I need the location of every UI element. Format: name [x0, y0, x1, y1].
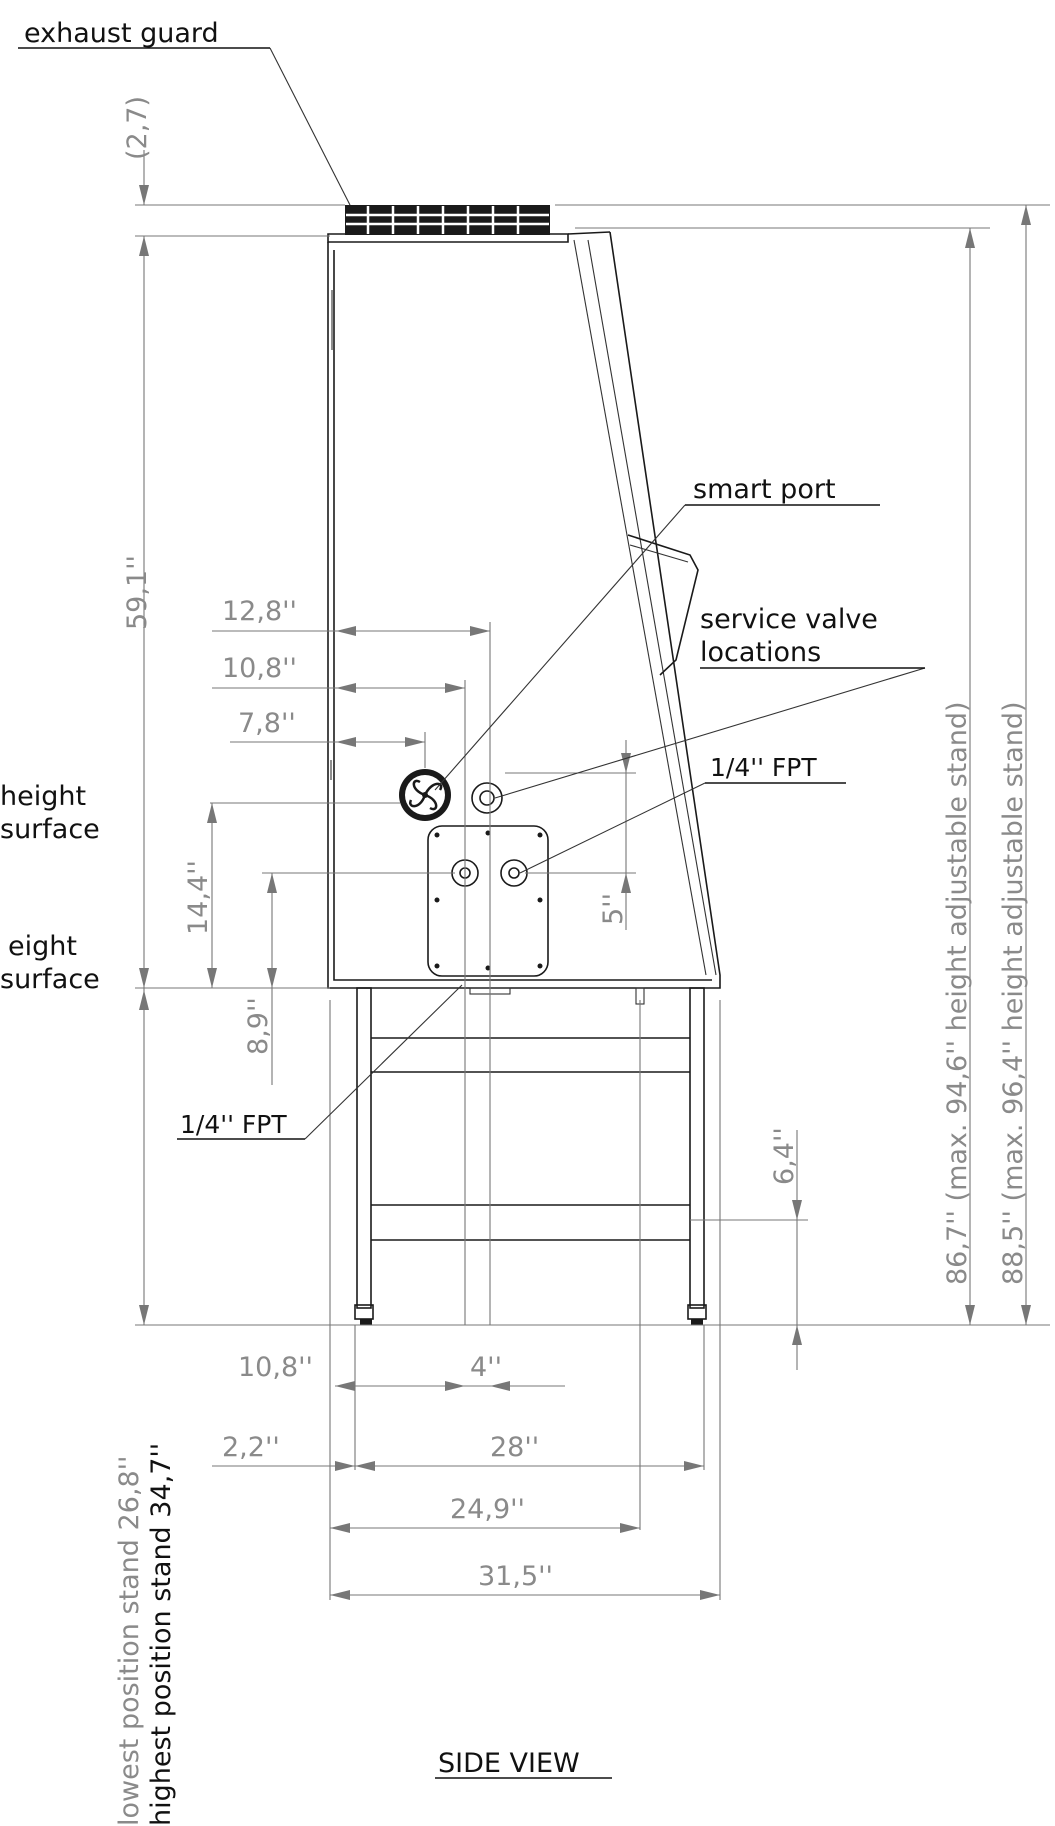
- service-valve-plate: [427, 825, 549, 977]
- dim-28: 28'': [490, 1432, 539, 1463]
- lowest-stand-text: lowest position stand 26,8'': [114, 1456, 145, 1826]
- fpt-label-right: 1/4'' FPT: [710, 753, 817, 782]
- exhaust-guard-label: exhaust guard: [24, 18, 219, 49]
- dim-59-1: 59,1'': [122, 555, 153, 630]
- dim-10-8-bottom: 10,8'': [238, 1352, 313, 1383]
- fpt-label-left: 1/4'' FPT: [180, 1110, 287, 1139]
- service-valve-label-2: locations: [700, 637, 821, 668]
- service-valve-label-1: service valve: [700, 604, 878, 635]
- dimension-lines: [135, 150, 1050, 1600]
- labels: exhaust guard smart port service valve l…: [0, 18, 878, 1779]
- view-title: SIDE VIEW: [438, 1748, 580, 1779]
- highest-stand-text: highest position stand 34,7'': [146, 1443, 177, 1826]
- dim-5: 5'': [598, 893, 629, 925]
- smart-port-icon: [399, 769, 451, 821]
- dim-10-8-top: 10,8'': [222, 653, 297, 684]
- dim-31-5: 31,5'': [478, 1561, 553, 1592]
- surface-label-2: surface: [0, 964, 100, 995]
- dim-7-8: 7,8'': [238, 708, 296, 739]
- dim-14-4: 14,4'': [183, 860, 214, 935]
- dim-88-5: 88,5'' (max. 96,4'' height adjustable st…: [998, 701, 1029, 1285]
- cabinet-body: [327, 231, 721, 989]
- dim-24-9: 24,9'': [450, 1494, 525, 1525]
- height-label-1: height: [0, 781, 86, 812]
- dim-2-2: 2,2'': [222, 1432, 280, 1463]
- exhaust-guard: [345, 205, 550, 235]
- dim-86-7: 86,7'' (max. 94,6'' height adjustable st…: [942, 701, 973, 1285]
- height-label-2: eight: [8, 931, 77, 962]
- dim-4: 4'': [470, 1352, 502, 1383]
- stand: [354, 987, 707, 1325]
- dim-12-8: 12,8'': [222, 596, 297, 627]
- service-valve-icon: [471, 782, 503, 814]
- surface-label-1: surface: [0, 814, 100, 845]
- smart-port-label: smart port: [693, 474, 836, 505]
- dimension-texts: (2,7) 59,1'' 12,8'' 10,8'' 7,8'' 14,4'' …: [114, 96, 1029, 1826]
- dim-2-7: (2,7): [122, 96, 153, 160]
- leader-lines: [18, 47, 926, 1779]
- dim-6-4: 6,4'': [769, 1127, 800, 1185]
- dim-8-9: 8,9'': [243, 997, 274, 1055]
